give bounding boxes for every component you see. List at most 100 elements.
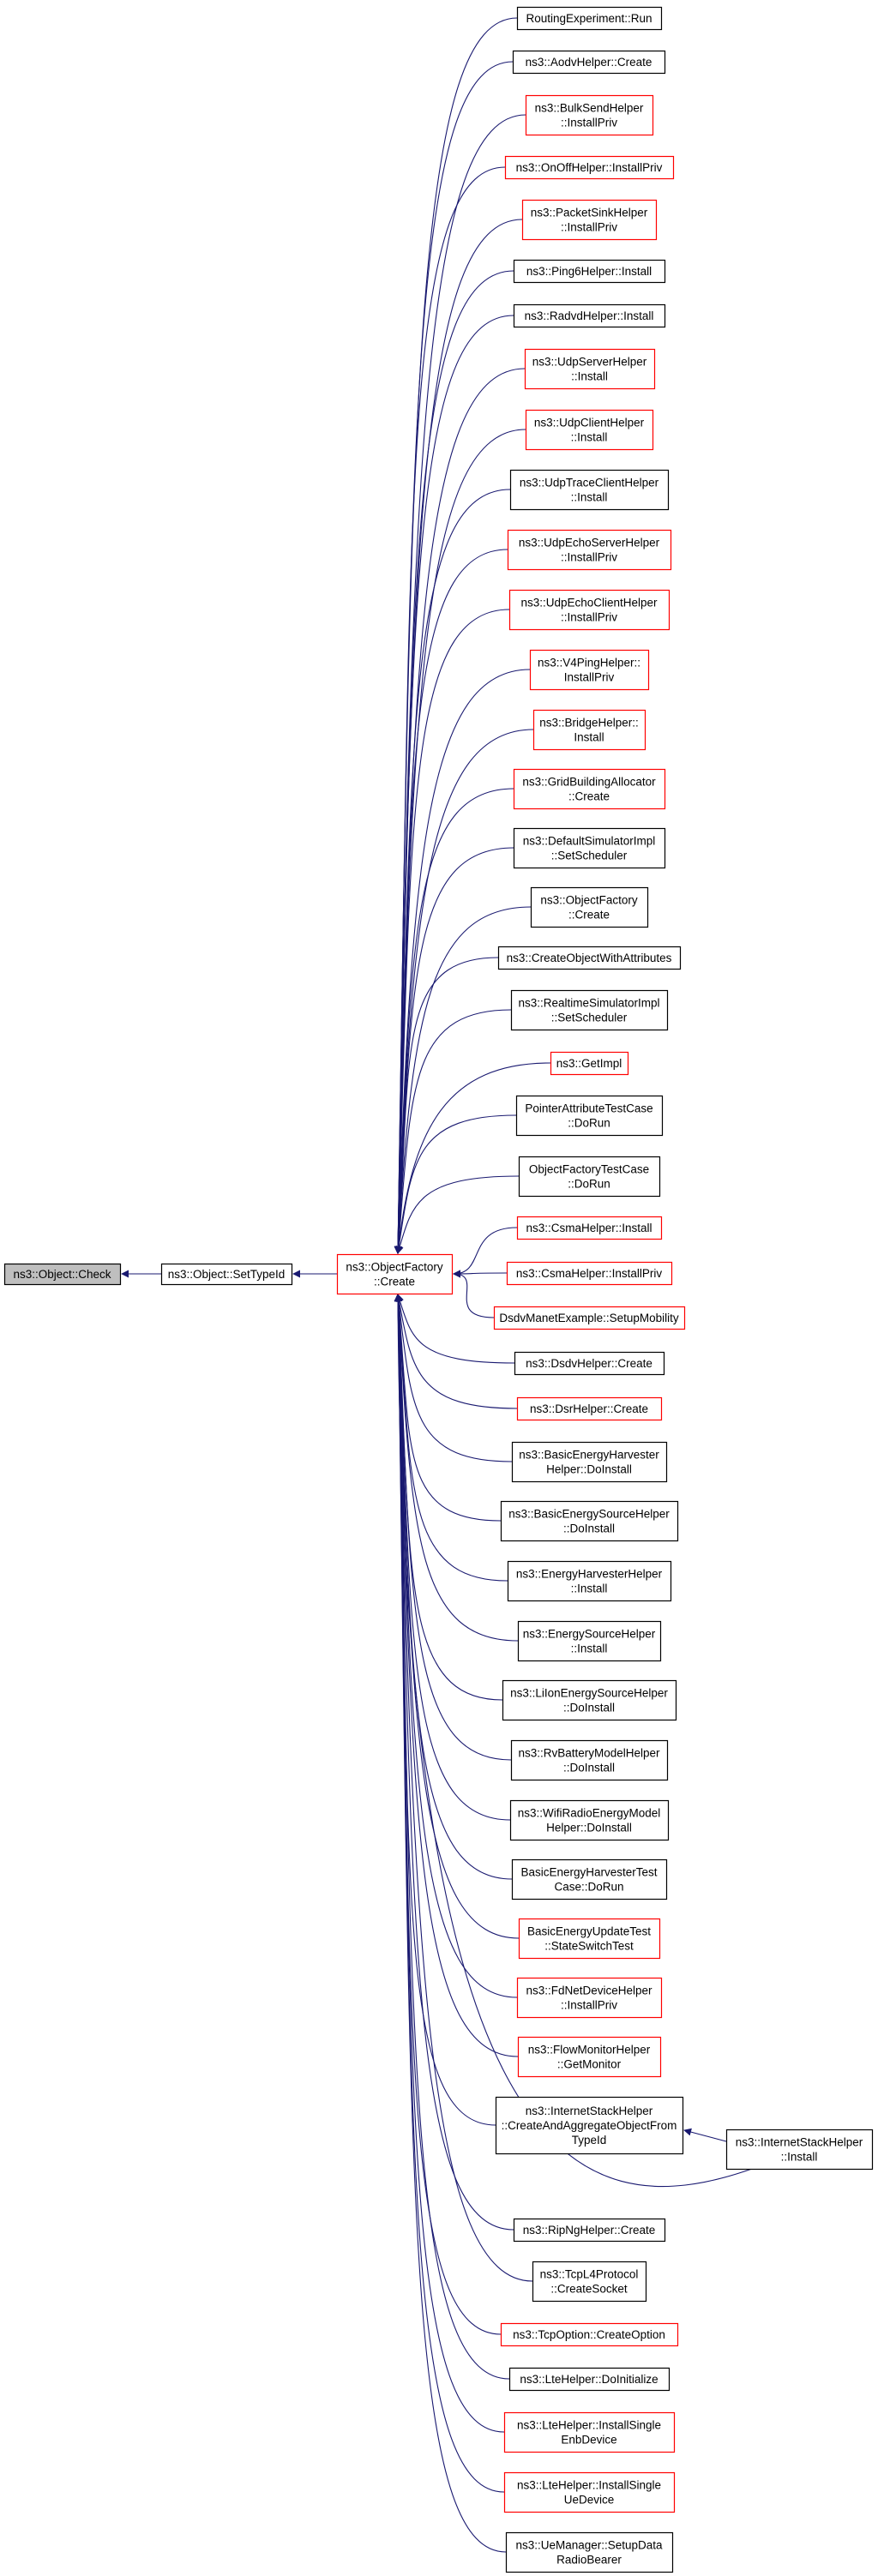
node-caller[interactable]: ns3::DefaultSimulatorImpl::SetScheduler — [513, 827, 666, 869]
node-caller[interactable]: ns3::BridgeHelper::Install — [532, 709, 646, 751]
node-label-line: ns3::FdNetDeviceHelper — [526, 1985, 652, 1997]
node-caller[interactable]: ns3::EnergySourceHelper::Install — [517, 1620, 662, 1662]
node-object-check[interactable]: ns3::Object::Check — [3, 1263, 122, 1286]
node-label-line: ns3::Object::Check — [13, 1268, 111, 1281]
node-box — [3, 1263, 122, 1286]
node-label-line: ns3::ObjectFactory — [540, 894, 638, 907]
node-caller[interactable]: ObjectFactoryTestCase::DoRun — [518, 1156, 661, 1198]
node-label-line: ns3::UdpEchoClientHelper — [520, 597, 658, 609]
node-box — [506, 1261, 673, 1286]
node-caller[interactable]: ns3::V4PingHelper::InstallPriv — [529, 649, 650, 691]
node-caller[interactable]: ns3::TcpL4Protocol::CreateSocket — [532, 2261, 647, 2303]
node-caller[interactable]: ns3::Ping6Helper::Install — [513, 259, 666, 284]
node-label-line: ns3::WifiRadioEnergyModel — [518, 1807, 661, 1820]
node-caller[interactable]: ns3::FdNetDeviceHelper::InstallPriv — [516, 1977, 663, 2019]
node-caller[interactable]: ns3::InternetStackHelper::CreateAndAggre… — [495, 2096, 684, 2155]
node-label-line: ns3::BulkSendHelper — [535, 102, 644, 115]
node-box — [517, 2036, 662, 2078]
node-caller[interactable]: ns3::GetImpl — [550, 1051, 629, 1076]
node-box — [509, 469, 670, 511]
node-caller[interactable]: ns3::UdpEchoServerHelper::InstallPriv — [507, 529, 672, 571]
node-caller[interactable]: ns3::UdpClientHelper::Install — [525, 409, 654, 451]
edge — [394, 1294, 514, 2231]
node-caller[interactable]: DsdvManetExample::SetupMobility — [493, 1306, 686, 1330]
node-label-line: ns3::EnergySourceHelper — [523, 1628, 656, 1641]
node-caller[interactable]: ns3::OnOffHelper::InstallPriv — [504, 155, 675, 180]
node-box — [516, 1977, 663, 2019]
node-label-line: ::DoInstall — [563, 1522, 615, 1535]
node-box — [524, 348, 656, 390]
node-caller[interactable]: ns3::LiIonEnergySourceHelper::DoInstall — [502, 1679, 677, 1721]
node-label-line: ns3::DsrHelper::Create — [530, 1402, 648, 1415]
node-caller[interactable]: ns3::CsmaHelper::InstallPriv — [506, 1261, 673, 1286]
node-box — [532, 709, 646, 751]
edge — [394, 1009, 512, 1254]
node-box — [518, 1918, 661, 1960]
node-caller[interactable]: ns3::CreateObjectWithAttributes — [497, 946, 682, 970]
node-label-line: ::Install — [571, 1582, 608, 1595]
node-caller[interactable]: ns3::RvBatteryModelHelper::DoInstall — [510, 1739, 669, 1781]
node-caller[interactable]: ns3::LteHelper::DoInitialize — [508, 2367, 671, 2392]
node-caller[interactable]: ns3::CsmaHelper::Install — [516, 1216, 663, 1240]
node-caller[interactable]: ns3::DsrHelper::Create — [516, 1396, 663, 1421]
node-label-line: ::DoRun — [568, 1178, 610, 1191]
node-caller[interactable]: RoutingExperiment::Run — [516, 6, 663, 31]
node-caller[interactable]: ns3::WifiRadioEnergyModelHelper::DoInsta… — [509, 1799, 670, 1841]
node-label-line: ns3::UdpClientHelper — [534, 417, 645, 429]
edge — [394, 1294, 753, 2188]
node-box — [513, 303, 666, 328]
node-caller[interactable]: ns3::TcpOption::CreateOption — [500, 2322, 679, 2347]
node-label-line: ns3::InternetStackHelper — [736, 2136, 863, 2149]
node-caller[interactable]: ns3::UdpTraceClientHelper::Install — [509, 469, 670, 511]
node-caller[interactable]: ns3::UdpEchoClientHelper::InstallPriv — [508, 589, 671, 631]
node-label-line: ::InstallPriv — [561, 221, 617, 234]
node-caller[interactable]: ns3::BulkSendHelper::InstallPriv — [525, 94, 654, 136]
edge — [395, 1294, 518, 1409]
node-label-line: ::InstallPriv — [561, 551, 617, 564]
edge — [396, 1294, 515, 1364]
edge — [394, 1294, 511, 1821]
node-caller[interactable]: ns3::PacketSinkHelper::InstallPriv — [521, 199, 658, 241]
node-label-line: ns3::EnergyHarvesterHelper — [516, 1568, 663, 1581]
node-label-line: ns3::LteHelper::InstallSingle — [517, 2479, 661, 2492]
node-caller[interactable]: ns3::RipNgHelper::Create — [513, 2218, 666, 2243]
node-object-settypeid[interactable]: ns3::Object::SetTypeId — [160, 1263, 293, 1286]
node-box — [507, 1560, 672, 1602]
node-caller[interactable]: ns3::BasicEnergyHarvesterHelper::DoInsta… — [511, 1441, 668, 1483]
node-caller[interactable]: ns3::BasicEnergySourceHelper::DoInstall — [500, 1500, 679, 1542]
node-box — [500, 1500, 679, 1542]
node-box — [336, 1253, 454, 1295]
node-label-line: ::Install — [571, 370, 608, 383]
node-objectfactory-create[interactable]: ns3::ObjectFactory::Create — [336, 1253, 454, 1295]
node-label-line: ::DoInstall — [563, 1762, 615, 1774]
edge — [394, 1294, 520, 1939]
node-label-line: ::GetMonitor — [557, 2058, 622, 2071]
node-box — [514, 1351, 665, 1376]
node-box — [160, 1263, 293, 1286]
node-caller[interactable]: ns3::DsdvHelper::Create — [514, 1351, 665, 1376]
node-box — [504, 155, 675, 180]
node-caller[interactable]: BasicEnergyUpdateTest::StateSwitchTest — [518, 1918, 661, 1960]
node-caller[interactable]: PointerAttributeTestCase::DoRun — [515, 1095, 664, 1137]
node-label-line: ns3::BasicEnergySourceHelper — [508, 1508, 670, 1521]
node-box — [495, 2096, 684, 2155]
node-box — [516, 1396, 663, 1421]
node-caller[interactable]: ns3::UdpServerHelper::Install — [524, 348, 656, 390]
node-caller[interactable]: ns3::FlowMonitorHelper::GetMonitor — [517, 2036, 662, 2078]
node-caller[interactable]: ns3::ObjectFactory::Create — [530, 886, 649, 928]
node-caller[interactable]: ns3::RadvdHelper::Install — [513, 303, 666, 328]
node-label-line: ns3::RvBatteryModelHelper — [518, 1747, 660, 1760]
node-caller[interactable]: ns3::GridBuildingAllocator::Create — [513, 768, 666, 810]
node-label-line: ns3::Object::SetTypeId — [168, 1268, 286, 1281]
node-caller[interactable]: ns3::EnergyHarvesterHelper::Install — [507, 1560, 672, 1602]
node-internetstackhelper-install[interactable]: ns3::InternetStackHelper::Install — [725, 2129, 874, 2171]
node-label-line: ns3::CreateObjectWithAttributes — [507, 952, 672, 964]
node-label-line: ::InstallPriv — [561, 611, 617, 624]
node-caller[interactable]: ns3::AodvHelper::Create — [512, 50, 666, 75]
node-caller[interactable]: ns3::RealtimeSimulatorImpl::SetScheduler — [510, 989, 669, 1031]
